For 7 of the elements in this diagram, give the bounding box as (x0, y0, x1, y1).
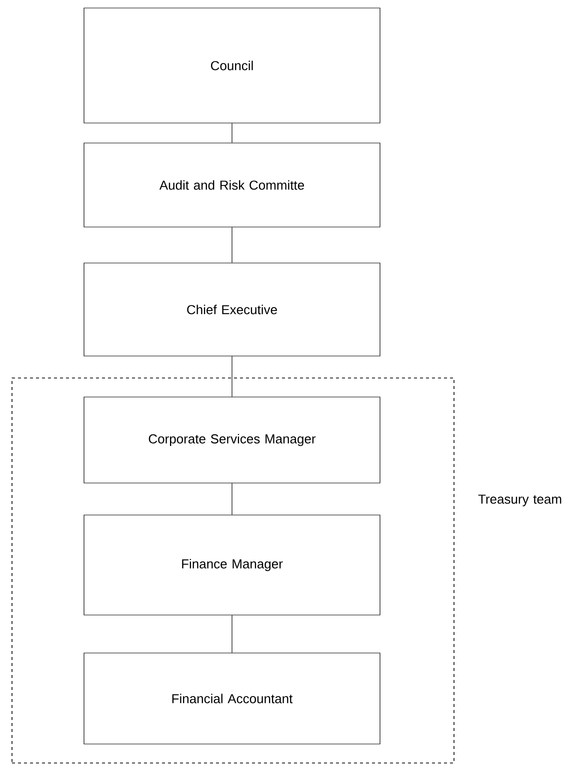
role-box: Council (84, 8, 380, 124)
role-box: Audit and Risk Committe (84, 142, 380, 228)
role-box: Finance Manager (84, 514, 380, 616)
role-box: Chief Executive (84, 262, 380, 356)
role-box: Corporate Services Manager (84, 396, 380, 484)
role-box: Financial Accountant (84, 652, 380, 744)
group-label: Treasury team (478, 494, 562, 506)
